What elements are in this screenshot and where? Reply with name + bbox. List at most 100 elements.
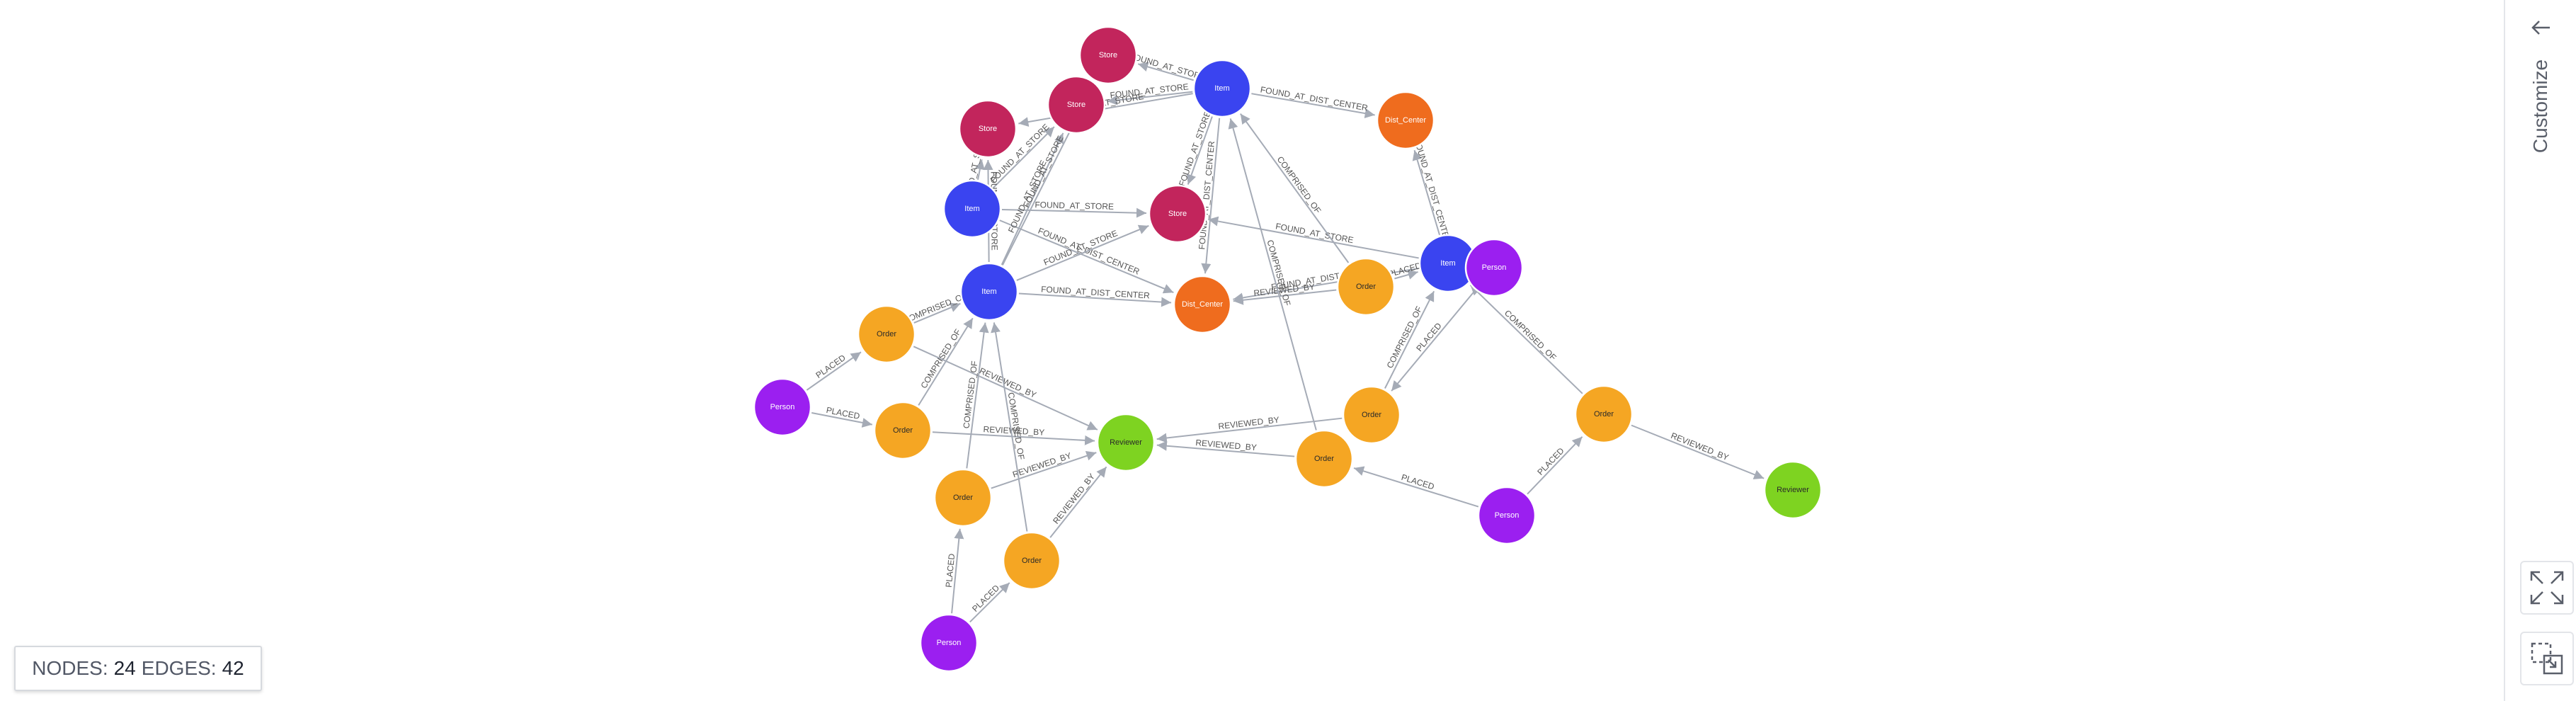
node-circle[interactable] [942, 179, 1002, 239]
graph-node-store[interactable]: Store [1078, 25, 1138, 85]
node-circle[interactable] [958, 99, 1018, 159]
graph-svg[interactable]: FOUND_AT_STORE FOUND_AT_STORE FOUND_AT_STO… [0, 0, 2503, 701]
edge-line[interactable] [1018, 93, 1193, 127]
graph-edge[interactable]: FOUND_AT_DIST_CENTER [1412, 137, 1452, 245]
node-circle[interactable] [959, 262, 1019, 321]
node-circle[interactable] [1002, 531, 1061, 591]
edge-line[interactable] [991, 450, 1097, 489]
graph-edge[interactable]: COMPRISED_OF [1240, 113, 1350, 263]
graph-node-item[interactable]: Item [1418, 234, 1478, 293]
customize-tab[interactable]: Customize [2529, 59, 2551, 154]
node-circle[interactable] [1294, 429, 1354, 489]
graph-node-store[interactable]: Store [1047, 75, 1106, 135]
edge-line[interactable] [1228, 118, 1317, 431]
edge-line[interactable] [1353, 466, 1479, 508]
graph-edge[interactable]: REVIEWED_BY [1631, 424, 1765, 479]
graph-node-person[interactable]: Person [1477, 486, 1537, 545]
edge-line[interactable] [913, 346, 1098, 431]
edge-line[interactable] [1233, 289, 1337, 305]
node-circle[interactable] [1763, 460, 1823, 520]
edge-line[interactable] [1049, 466, 1107, 538]
graph-node-person[interactable]: Person [753, 377, 812, 437]
graph-edge[interactable]: FOUND_AT_DIST_CENTER [1251, 84, 1375, 118]
graph-node-order[interactable]: Order [873, 401, 933, 460]
edge-line[interactable] [1394, 270, 1418, 280]
graph-node-dist-center[interactable]: Dist_Center [1173, 275, 1232, 334]
node-circle[interactable] [1342, 385, 1401, 445]
edge-line[interactable] [1384, 290, 1435, 389]
graph-edge[interactable]: REVIEWED_BY [1049, 466, 1107, 538]
edge-line[interactable] [913, 302, 961, 324]
graph-node-person[interactable]: Person [1464, 238, 1524, 297]
graph-edge[interactable]: FOUND_AT_DIST_CENTER [999, 220, 1174, 294]
edge-line[interactable] [966, 322, 989, 469]
collapse-panel-button[interactable] [2526, 13, 2556, 42]
node-circle[interactable] [857, 304, 916, 364]
edge-line[interactable] [1186, 116, 1213, 185]
edge-line[interactable] [918, 317, 974, 406]
graph-node-store[interactable]: Store [1148, 184, 1207, 244]
node-circle[interactable] [753, 377, 812, 437]
graph-edge[interactable]: REVIEWED_BY [1156, 438, 1295, 457]
graph-node-store[interactable]: Store [958, 99, 1018, 159]
edge-line[interactable] [1469, 284, 1583, 394]
graph-edge[interactable]: PLACED [811, 405, 872, 428]
edge-line[interactable] [1391, 290, 1476, 392]
node-circle[interactable] [1148, 184, 1207, 244]
edge-line[interactable] [806, 351, 862, 391]
node-circle[interactable] [1477, 486, 1537, 545]
graph-edge[interactable]: COMPRISED_OF [918, 317, 974, 406]
edge-line[interactable] [1251, 93, 1375, 118]
fit-to-screen-button[interactable] [2520, 561, 2574, 615]
edge-line[interactable] [1001, 132, 1064, 266]
graph-node-order[interactable]: Order [1574, 384, 1634, 444]
graph-edge[interactable]: FOUND_AT_STORE [1128, 51, 1207, 83]
edge-line[interactable] [1201, 118, 1221, 274]
node-circle[interactable] [1192, 59, 1252, 118]
graph-edge[interactable]: COMPRISED_OF [1228, 118, 1317, 431]
edge-line[interactable] [1412, 149, 1440, 236]
edge-line[interactable] [1156, 417, 1343, 443]
edge-line[interactable] [992, 126, 1055, 189]
edge-line[interactable] [1631, 424, 1765, 479]
edge-line[interactable] [1016, 224, 1149, 281]
edge-line[interactable] [1527, 436, 1583, 495]
edge-line[interactable] [991, 322, 1028, 532]
graph-edge[interactable]: PLACED [969, 582, 1010, 623]
node-circle[interactable] [1078, 25, 1138, 85]
edge-line[interactable] [969, 582, 1010, 623]
edge-line[interactable] [951, 528, 964, 614]
edge-line[interactable] [932, 431, 1095, 445]
graph-edge[interactable]: FOUND_AT_STORE [1208, 216, 1419, 259]
edge-line[interactable] [1240, 113, 1350, 263]
edge-line[interactable] [1208, 216, 1419, 259]
node-circle[interactable] [1173, 275, 1232, 334]
graph-edge[interactable]: PLACED [1527, 436, 1583, 495]
node-circle[interactable] [919, 613, 979, 673]
node-circle[interactable] [933, 468, 993, 528]
graph-node-item[interactable]: Item [1192, 59, 1252, 118]
graph-node-item[interactable]: Item [942, 179, 1002, 239]
graph-node-order[interactable]: Order [1294, 429, 1354, 489]
graph-node-order[interactable]: Order [857, 304, 916, 364]
edge-line[interactable] [1001, 207, 1147, 218]
graph-edge[interactable]: FOUND_AT_STORE [1001, 200, 1147, 218]
graph-edge[interactable]: PLACED [1353, 466, 1479, 508]
graph-node-dist-center[interactable]: Dist_Center [1376, 91, 1435, 150]
graph-edge[interactable]: PLACED [806, 351, 862, 391]
graph-node-item[interactable]: Item [959, 262, 1019, 321]
graph-node-order[interactable]: Order [1002, 531, 1061, 591]
edge-line[interactable] [1107, 91, 1193, 106]
graph-edge[interactable]: COMPRISED_OF [961, 322, 989, 469]
edge-line[interactable] [1137, 62, 1194, 81]
node-circle[interactable] [1096, 413, 1156, 472]
graph-edge[interactable]: FOUND_AT_STORE [1018, 91, 1193, 127]
node-circle[interactable] [1574, 384, 1634, 444]
graph-node-order[interactable]: Order [1336, 257, 1396, 317]
node-circle[interactable] [1047, 75, 1106, 135]
edge-line[interactable] [1156, 440, 1295, 457]
graph-canvas[interactable]: FOUND_AT_STORE FOUND_AT_STORE FOUND_AT_STO… [0, 0, 2503, 701]
edge-line[interactable] [975, 159, 985, 180]
graph-node-order[interactable]: Order [933, 468, 993, 528]
graph-node-person[interactable]: Person [919, 613, 979, 673]
